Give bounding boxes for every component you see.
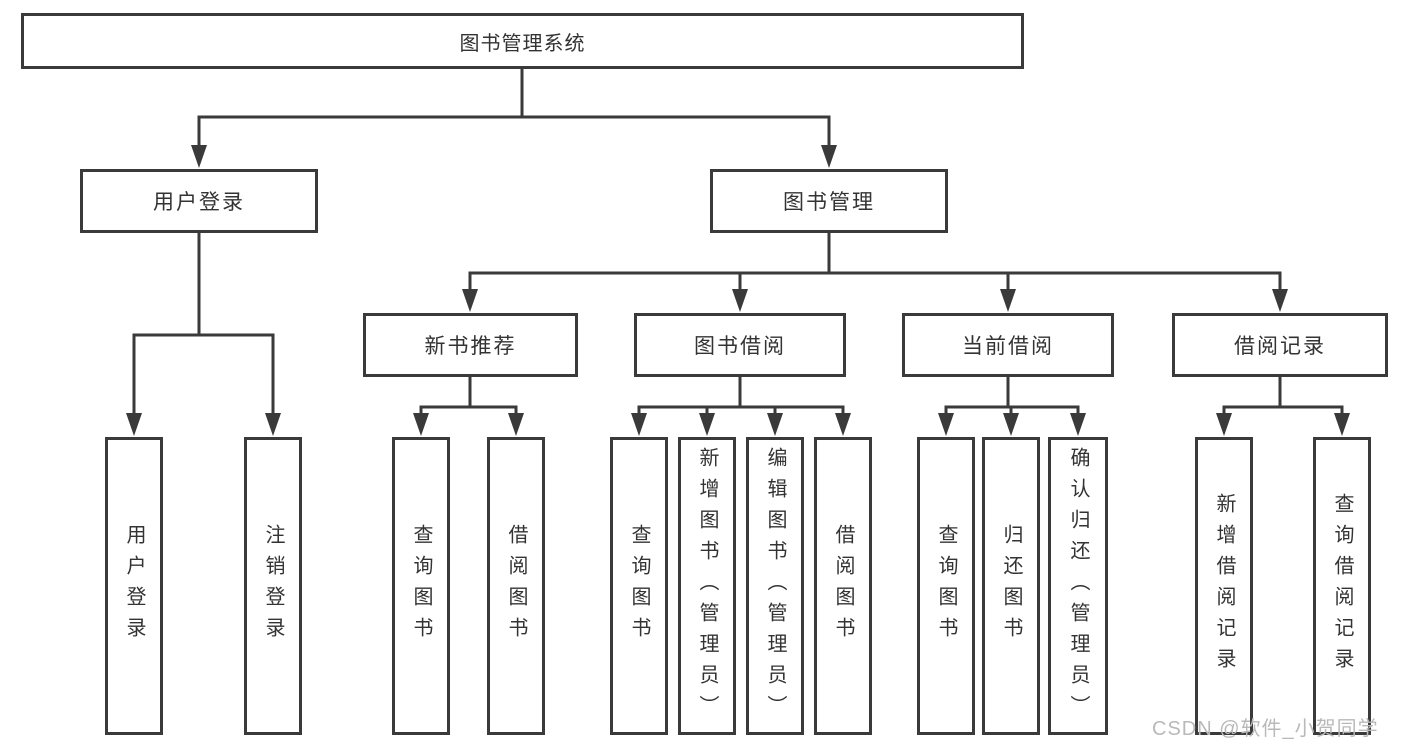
arrowhead [413, 413, 429, 436]
leaf-logout: 注销登录 [244, 437, 302, 735]
arrowhead [1216, 413, 1232, 436]
arrowhead [821, 145, 837, 168]
node-new-book-recommendation: 新书推荐 [363, 313, 578, 377]
arrowhead [1334, 413, 1350, 436]
arrowhead [835, 413, 851, 436]
arrowhead [732, 289, 748, 312]
node-current-borrowing: 当前借阅 [902, 313, 1114, 377]
node-library-management-system: 图书管理系统 [21, 13, 1024, 69]
connector-book-mgmt-to-level3 [468, 233, 1282, 291]
leaf-new-books-query-book: 查询图书 [392, 437, 450, 735]
leaf-edit-book-admin: 编辑图书（管理员） [746, 437, 804, 735]
arrowhead [126, 413, 142, 436]
node-book-borrowing: 图书借阅 [634, 313, 846, 377]
leaf-add-book-admin: 新增图书（管理员） [678, 437, 736, 735]
arrowhead [938, 413, 954, 436]
connector-new-books-to-leaves [419, 377, 518, 415]
leaf-query-borrow-record: 查询借阅记录 [1313, 437, 1371, 735]
leaf-borrow-book: 借阅图书 [814, 437, 872, 735]
connector-root-to-level2 [197, 69, 831, 147]
arrowhead [1272, 289, 1288, 312]
arrowhead [508, 413, 524, 436]
arrowhead [767, 413, 783, 436]
arrowhead [631, 413, 647, 436]
connector-borrow-records-to-leaves [1222, 377, 1344, 415]
node-book-management: 图书管理 [710, 169, 948, 233]
leaf-borrow-query-book: 查询图书 [610, 437, 668, 735]
leaf-user-login: 用户登录 [105, 437, 163, 735]
leaf-new-books-borrow-book: 借阅图书 [487, 437, 545, 735]
arrowhead [699, 413, 715, 436]
arrowhead [265, 413, 281, 436]
leaf-confirm-return-admin: 确认归还（管理员） [1048, 437, 1108, 735]
node-borrowing-records: 借阅记录 [1172, 313, 1388, 377]
leaf-add-borrow-record: 新增借阅记录 [1195, 437, 1253, 735]
arrowhead [191, 145, 207, 168]
arrowhead [1000, 289, 1016, 312]
arrowhead [1070, 413, 1086, 436]
node-user-login: 用户登录 [80, 169, 318, 233]
leaf-return-book: 归还图书 [982, 437, 1040, 735]
csdn-watermark: CSDN @软件_小贺同学 [1152, 718, 1379, 740]
connector-user-login-to-leaves [132, 233, 275, 415]
connector-book-borrow-to-leaves [637, 377, 845, 415]
leaf-current-query-book: 查询图书 [917, 437, 975, 735]
arrowhead [1003, 413, 1019, 436]
arrowhead [462, 289, 478, 312]
connector-current-borrow-to-leaves [944, 377, 1080, 415]
